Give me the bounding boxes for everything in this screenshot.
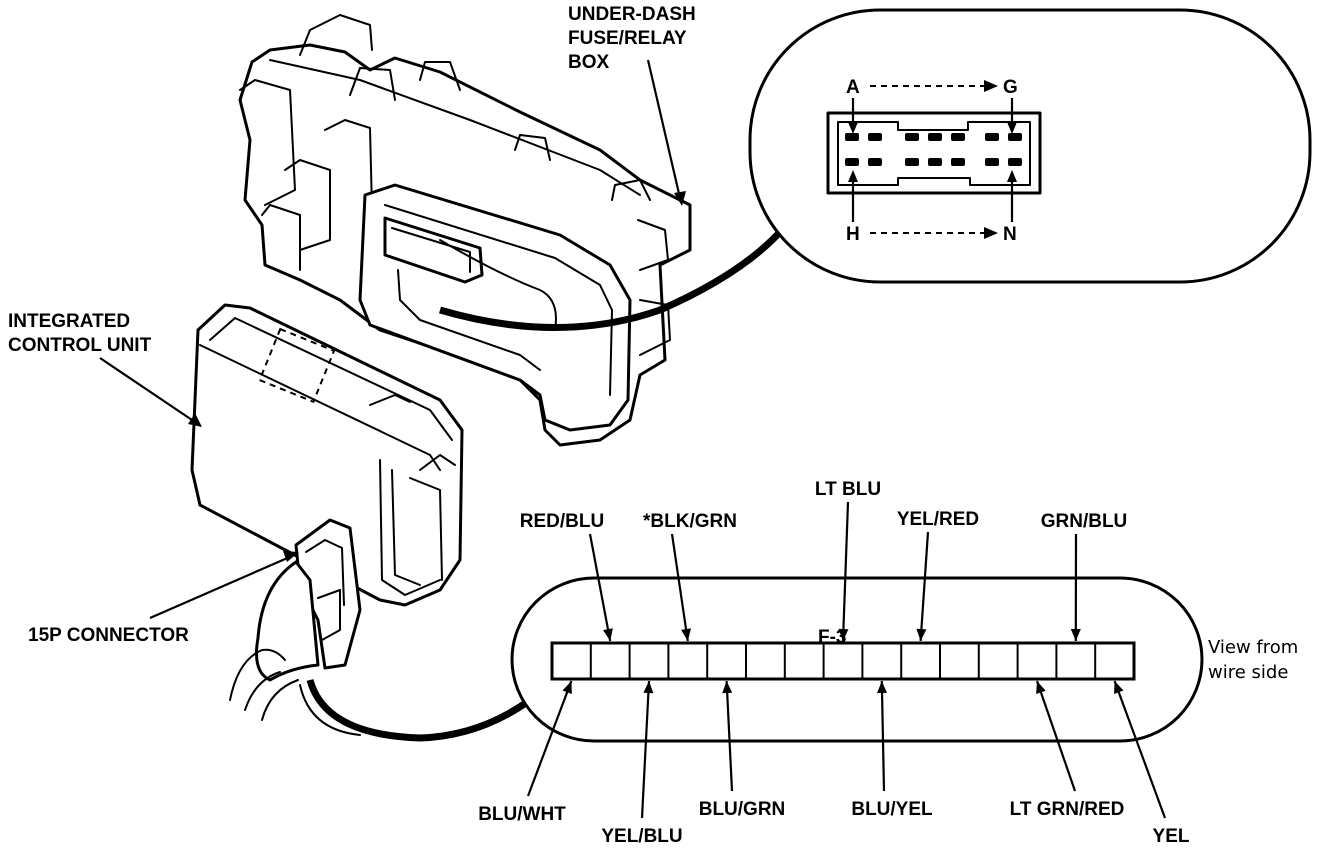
wire-arrowhead [722, 681, 733, 694]
integrated-control-unit [190, 303, 464, 607]
wire-label-bottom: LT GRN/RED [1010, 799, 1125, 820]
wire-arrowhead [603, 628, 613, 641]
fuse-box-label: UNDER-DASH FUSE/RELAY BOX [568, 4, 696, 73]
wire-labels-top: RED/BLU *BLK/GRN LT BLU YEL/RED GRN/BLU [520, 479, 1128, 642]
wire-arrowhead [643, 681, 654, 694]
fuse-pins-bottom-row [845, 158, 1022, 166]
wire-label-top: *BLK/GRN [643, 511, 737, 532]
svg-text:View from: View from [1208, 637, 1298, 658]
svg-text:CONTROL UNIT: CONTROL UNIT [8, 335, 152, 356]
wire-arrowhead [1114, 681, 1124, 694]
fuse-relay-box [238, 14, 692, 447]
wire-label-bottom: YEL [1153, 826, 1190, 847]
svg-text:BOX: BOX [568, 52, 610, 73]
wire-leader [1113, 680, 1167, 819]
wire-label-bottom: YEL/BLU [601, 826, 682, 847]
svg-text:UNDER-DASH: UNDER-DASH [568, 4, 696, 25]
wire-label-top: LT BLU [815, 479, 881, 500]
wire-label-top: YEL/RED [897, 509, 979, 530]
wire-leader [640, 680, 651, 819]
wire-arrowhead [1070, 628, 1081, 641]
wire-label-top: RED/BLU [520, 511, 604, 532]
fuse-connector-inset: A G H N [748, 8, 1312, 284]
pin-label-n: N [1003, 224, 1017, 245]
wire-arrowhead [877, 681, 888, 694]
wire-leader [880, 680, 886, 792]
fuse-pins-top-row [845, 133, 1022, 141]
fuse-connector-body [826, 111, 1042, 195]
pin-label-a: A [846, 77, 860, 98]
wire-arrowhead [1036, 681, 1046, 694]
wire-label-bottom: BLU/YEL [851, 799, 933, 820]
wire-arrowhead [838, 628, 849, 641]
pin-label-g: G [1003, 77, 1018, 98]
connector-plug-and-hand [229, 518, 362, 736]
wire-leader [919, 531, 930, 642]
connector-15p-inset: F-3 [510, 576, 1204, 743]
wire-arrowhead [681, 628, 691, 641]
wire-label-bottom: BLU/WHT [478, 804, 566, 825]
connector-mark: F-3 [818, 627, 847, 648]
icu-dashed-socket [258, 327, 336, 404]
wire-leader [670, 533, 689, 642]
connector-15p-body [550, 641, 1136, 681]
wire-label-bottom: BLU/GRN [699, 799, 786, 820]
wire-leader [588, 533, 612, 642]
wire-arrowhead [916, 628, 927, 641]
connector-pin-cells [589, 643, 1097, 679]
fuse-box-cable [439, 229, 783, 331]
wire-leader [841, 501, 850, 642]
wire-leader [526, 680, 573, 797]
wire-arrowhead [562, 681, 572, 694]
svg-text:INTEGRATED: INTEGRATED [8, 311, 130, 332]
wire-label-top: GRN/BLU [1041, 511, 1128, 532]
connector-inset-bubble [510, 576, 1204, 743]
svg-text:wire side: wire side [1208, 662, 1288, 683]
control-unit-label: INTEGRATED CONTROL UNIT [8, 311, 152, 356]
plug-cable [306, 678, 533, 742]
wire-leader [1035, 680, 1077, 792]
svg-text:FUSE/RELAY: FUSE/RELAY [568, 28, 687, 49]
wire-labels-bottom: BLU/WHT YEL/BLU BLU/GRN BLU/YEL LT GRN/RED YE… [478, 680, 1190, 847]
wire-leader [725, 680, 734, 792]
connector-label: 15P CONNECTOR [28, 625, 189, 646]
pin-label-h: H [846, 224, 860, 245]
view-note: View from wire side [1208, 637, 1298, 683]
